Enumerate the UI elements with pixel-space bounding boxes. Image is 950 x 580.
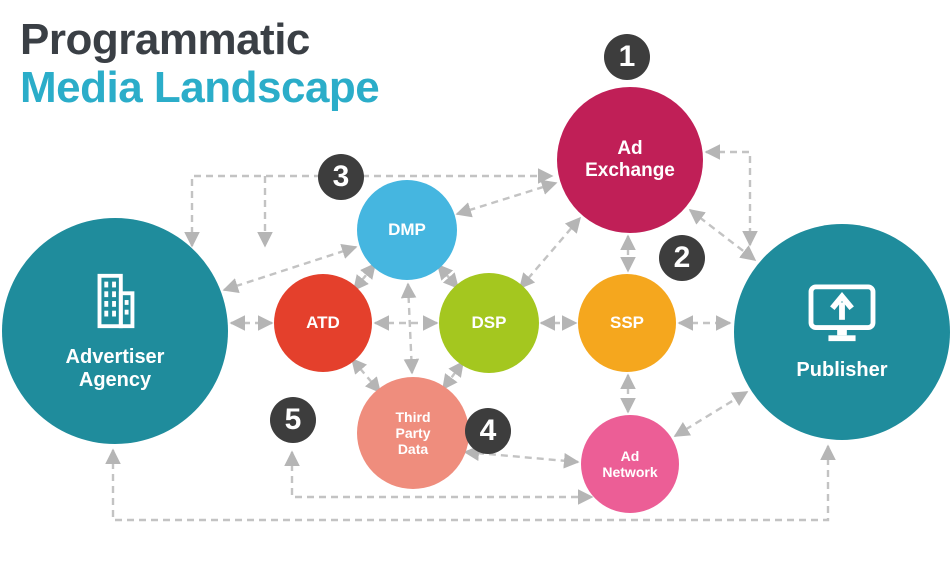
node-dmp: DMP <box>357 180 457 280</box>
connector-thirdparty-adnetwork <box>463 445 580 469</box>
badge-3: 3 <box>318 154 364 200</box>
diagram-title: Programmatic Media Landscape <box>20 15 380 112</box>
connector-bottom-loop <box>105 444 836 522</box>
connector-dsp-adexchange <box>518 216 582 290</box>
connector-adexchange-publisher-elbow <box>704 144 758 247</box>
diagram-title-line1: Programmatic <box>20 15 310 64</box>
node-ad-exchange-label: Ad Exchange <box>585 138 675 181</box>
node-advertiser-agency: Advertiser Agency <box>2 218 228 444</box>
node-advertiser-agency-label: Advertiser Agency <box>65 346 165 391</box>
connector-dmp-dsp <box>436 263 460 290</box>
connector-adexchange-publisher <box>688 209 757 261</box>
badge-1-number: 1 <box>618 40 636 73</box>
building-icon <box>84 270 146 338</box>
node-ssp-label: SSP <box>609 313 645 332</box>
connector-dmp-thirdparty <box>400 282 420 375</box>
badge-2: 2 <box>659 235 705 281</box>
badge-2-number: 2 <box>673 241 691 274</box>
connector-atd-thirdparty <box>350 357 382 394</box>
connector-dsp-thirdparty <box>442 360 464 391</box>
node-ad-exchange: Ad Exchange <box>557 87 703 233</box>
node-dsp: DSP <box>439 273 539 373</box>
connector-atd-dmp <box>353 262 376 292</box>
connector-adnetwork-publisher <box>673 390 749 438</box>
connector-mid-bottom-loop <box>284 450 594 505</box>
node-third-party-data-label: Third Party Data <box>395 408 431 458</box>
badge-3-number: 3 <box>332 160 350 193</box>
node-publisher: Publisher <box>734 224 950 440</box>
node-third-party-data: Third Party Data <box>357 377 469 489</box>
node-ad-network-label: Ad Network <box>602 447 658 480</box>
diagram-title-line2: Media Landscape <box>20 62 380 112</box>
node-atd-label: ATD <box>306 313 340 332</box>
monitor-upload-icon <box>805 283 879 351</box>
badge-5: 5 <box>270 397 316 443</box>
node-dmp-label: DMP <box>388 220 426 239</box>
badge-4-number: 4 <box>479 414 497 447</box>
connector-dmp-adexchange <box>455 179 558 218</box>
node-ssp: SSP <box>578 274 676 372</box>
node-atd: ATD <box>274 274 372 372</box>
badge-5-number: 5 <box>284 403 302 436</box>
node-dsp-label: DSP <box>471 313 507 332</box>
node-publisher-label: Publisher <box>796 358 888 381</box>
badge-4: 4 <box>465 408 511 454</box>
badge-1: 1 <box>604 34 650 80</box>
node-ad-network: Ad Network <box>581 415 679 513</box>
